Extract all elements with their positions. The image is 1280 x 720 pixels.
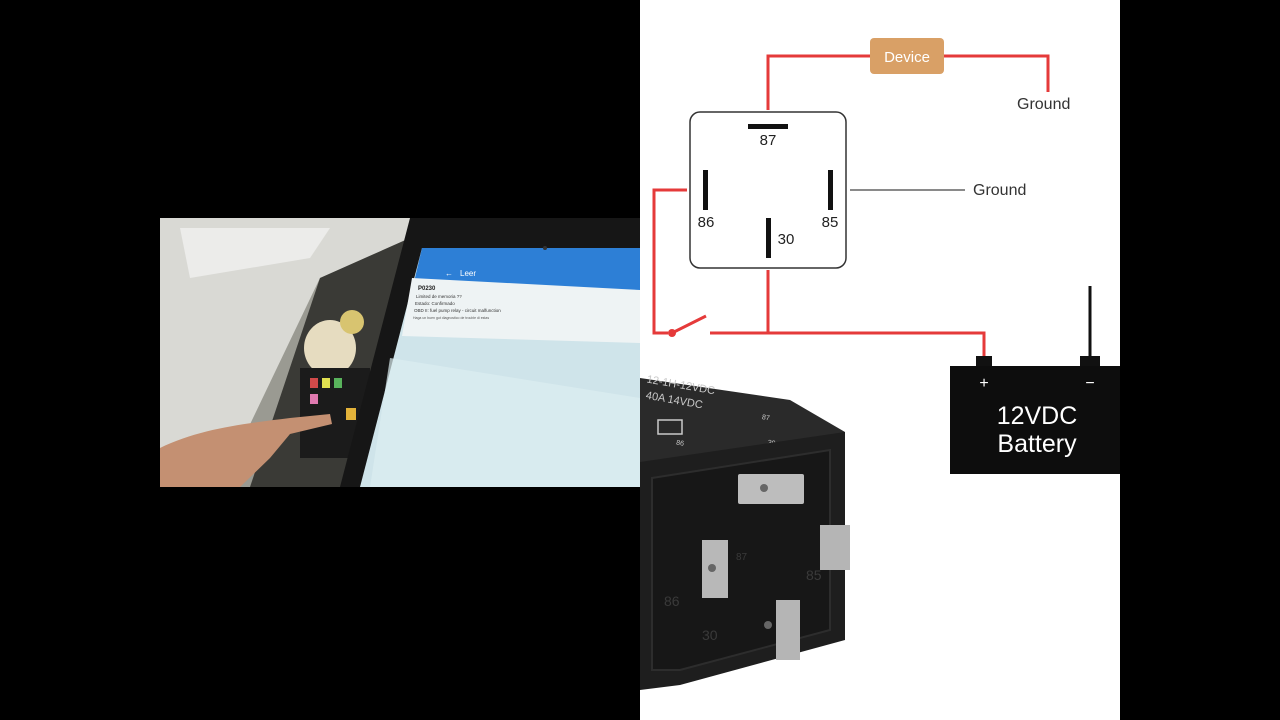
pin-86-bar — [703, 170, 708, 210]
relay-photo-top-86: 86 — [676, 440, 685, 448]
wire-switch-battery — [710, 331, 986, 360]
pin-30-bar — [766, 218, 771, 258]
relay-symbol — [689, 111, 847, 269]
tablet-camera — [543, 246, 547, 250]
relay-pin-87 — [738, 474, 804, 504]
wire-86-switch — [652, 188, 687, 335]
device-label: Device — [884, 49, 930, 66]
battery-minus-sign: − — [1085, 375, 1094, 392]
wiring-diagram-svg: Device Ground Ground 87 86 85 30 + − 12V… — [640, 38, 1120, 690]
ground-label-mid: Ground — [973, 182, 1026, 199]
relay-pin-86-hole — [708, 564, 716, 572]
relay-pin-label-30: 30 — [702, 627, 718, 643]
pin-87-bar — [748, 124, 788, 129]
relay-pin-87-hole — [760, 484, 768, 492]
tablet-code: P0230 — [418, 286, 436, 292]
tablet-line-3: OBD II: fuel pump relay - circuit malfun… — [414, 308, 501, 313]
pin-30-label: 30 — [778, 231, 795, 248]
tablet-back-icon: ← — [445, 269, 453, 278]
battery-minus-terminal — [1080, 356, 1100, 368]
battery-label-line2: Battery — [997, 430, 1077, 458]
relay-pin-label-85: 85 — [806, 567, 822, 583]
relay-pin-30-hole — [764, 621, 772, 629]
fuse-orange — [346, 408, 356, 420]
device-box — [870, 38, 944, 74]
car-photo: ← Leer P0230 Limited de memoria ?? Estad… — [160, 218, 640, 487]
relay-pin-30 — [776, 600, 800, 660]
hand — [160, 414, 332, 487]
battery-label-line1: 12VDC — [997, 402, 1078, 430]
relay-pin-85 — [820, 525, 850, 570]
relay-pin-label-86: 86 — [664, 593, 680, 609]
ground-label-top: Ground — [1017, 96, 1070, 113]
battery-body — [950, 366, 1120, 474]
fuse-red — [310, 378, 318, 388]
pin-85-bar — [828, 170, 833, 210]
fender-highlight — [180, 228, 330, 278]
relay-photo-top-87: 87 — [761, 414, 770, 422]
tablet-line-1: Limited de memoria ?? — [416, 294, 462, 299]
tablet-line-4: Haga un buen gut diagnostico de trouble … — [413, 316, 489, 320]
coolant-reservoir — [304, 320, 356, 376]
wire-device-ground — [942, 54, 1050, 92]
switch-lever — [671, 314, 707, 335]
tablet-line-2: Estado: Confirmado — [415, 301, 455, 306]
red-wires — [652, 54, 1050, 360]
fuse-pink — [310, 394, 318, 404]
pin-85-label: 85 — [822, 214, 839, 231]
relay-wiring-diagram: Device Ground Ground 87 86 85 30 + − 12V… — [640, 0, 1120, 720]
relay-photo: 12-1H-12VDC 40A 14VDC 87 30 86 85 86 30 … — [640, 374, 850, 690]
battery-plus-terminal — [976, 356, 992, 368]
reservoir-cap — [340, 310, 364, 334]
car-fender — [160, 218, 410, 487]
battery-plus-sign: + — [979, 375, 988, 392]
screen-glare — [370, 358, 640, 487]
pin-86-label: 86 — [698, 214, 715, 231]
relay-pin-label-87: 87 — [736, 552, 748, 563]
relay-coil-symbol — [657, 419, 683, 435]
pin-87-label: 87 — [760, 132, 777, 149]
tablet-info-card — [402, 278, 640, 343]
tablet-app-title: Leer — [460, 269, 476, 278]
car-photo-illustration: ← Leer P0230 Limited de memoria ?? Estad… — [160, 218, 640, 487]
fuse-yellow — [322, 378, 330, 388]
wire-87-device — [766, 54, 872, 110]
fuse-green — [334, 378, 342, 388]
